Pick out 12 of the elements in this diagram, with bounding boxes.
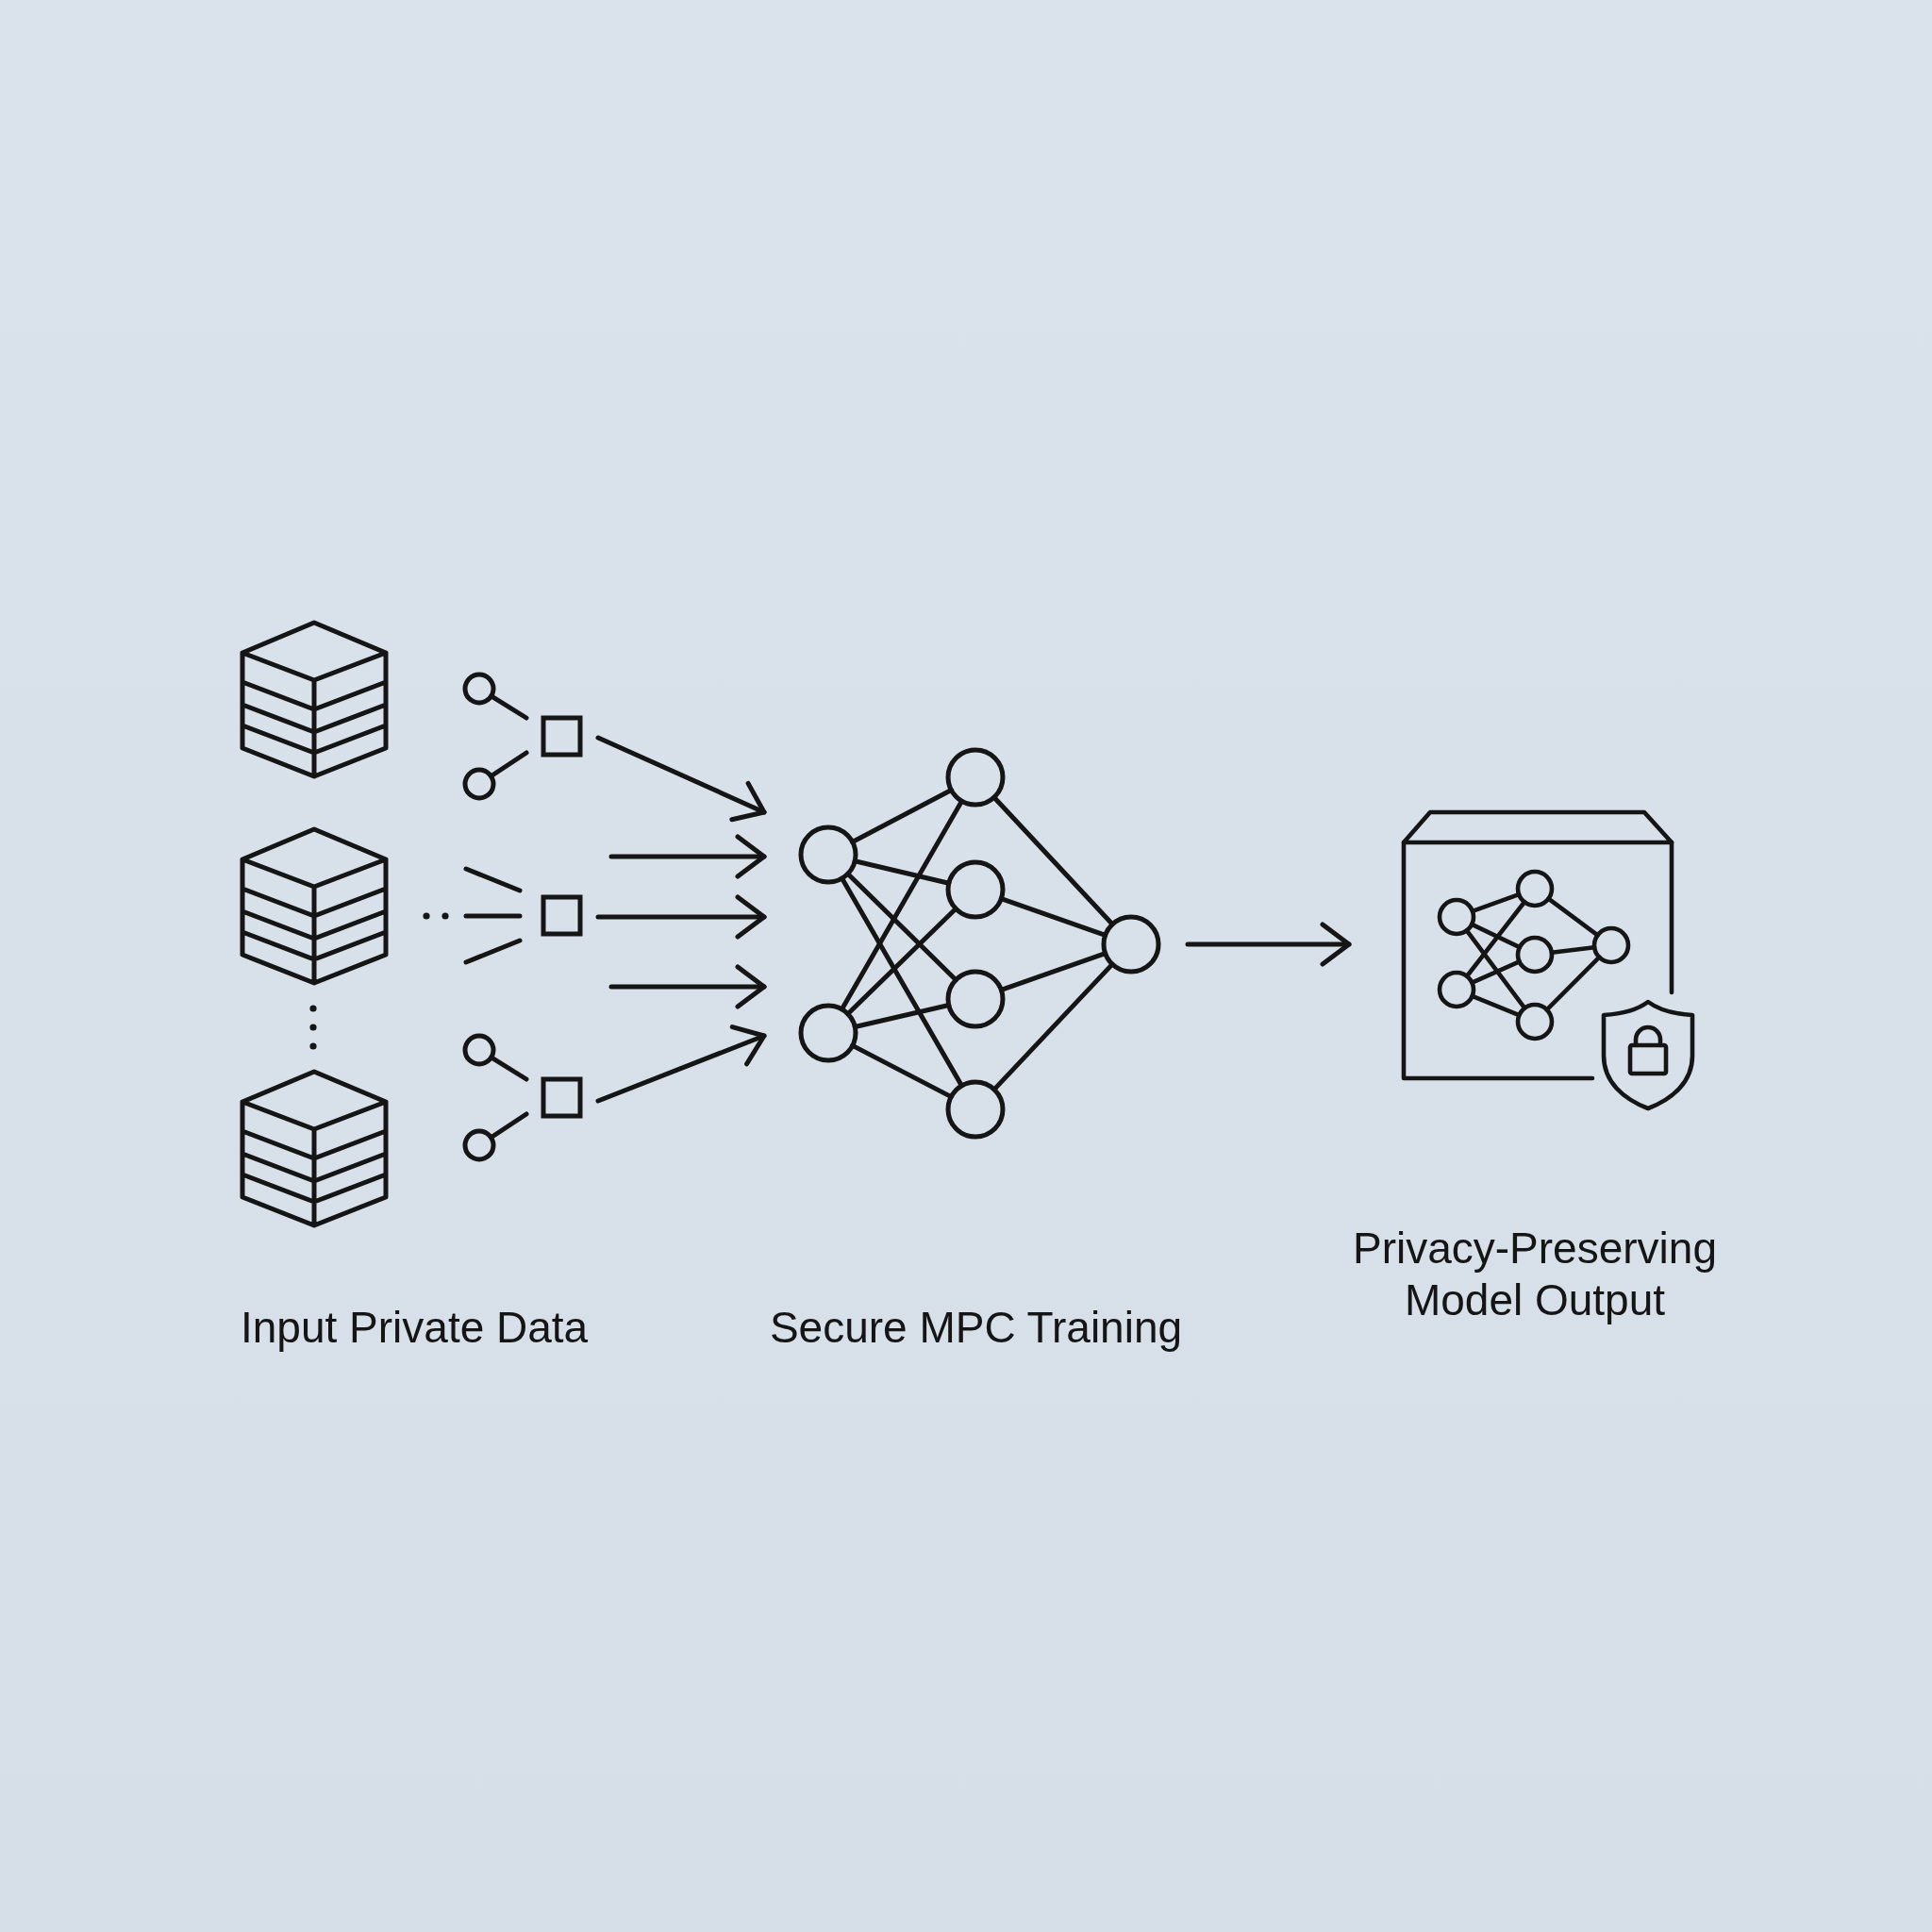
converging-lines-icon [462, 864, 585, 968]
node-caption: Secure MPC Training [769, 1302, 1183, 1354]
arrow [595, 1024, 767, 1104]
arrow [1185, 922, 1352, 967]
branch-node-icon [462, 672, 585, 801]
arrow [595, 735, 767, 823]
arrow [608, 834, 767, 879]
branch-node-icon [462, 1033, 585, 1162]
caption-label: Input Private Data [241, 1302, 589, 1354]
node-caption: Privacy-Preserving Model Output [1352, 1223, 1718, 1326]
arrow [608, 964, 767, 1009]
arrow [595, 894, 767, 940]
